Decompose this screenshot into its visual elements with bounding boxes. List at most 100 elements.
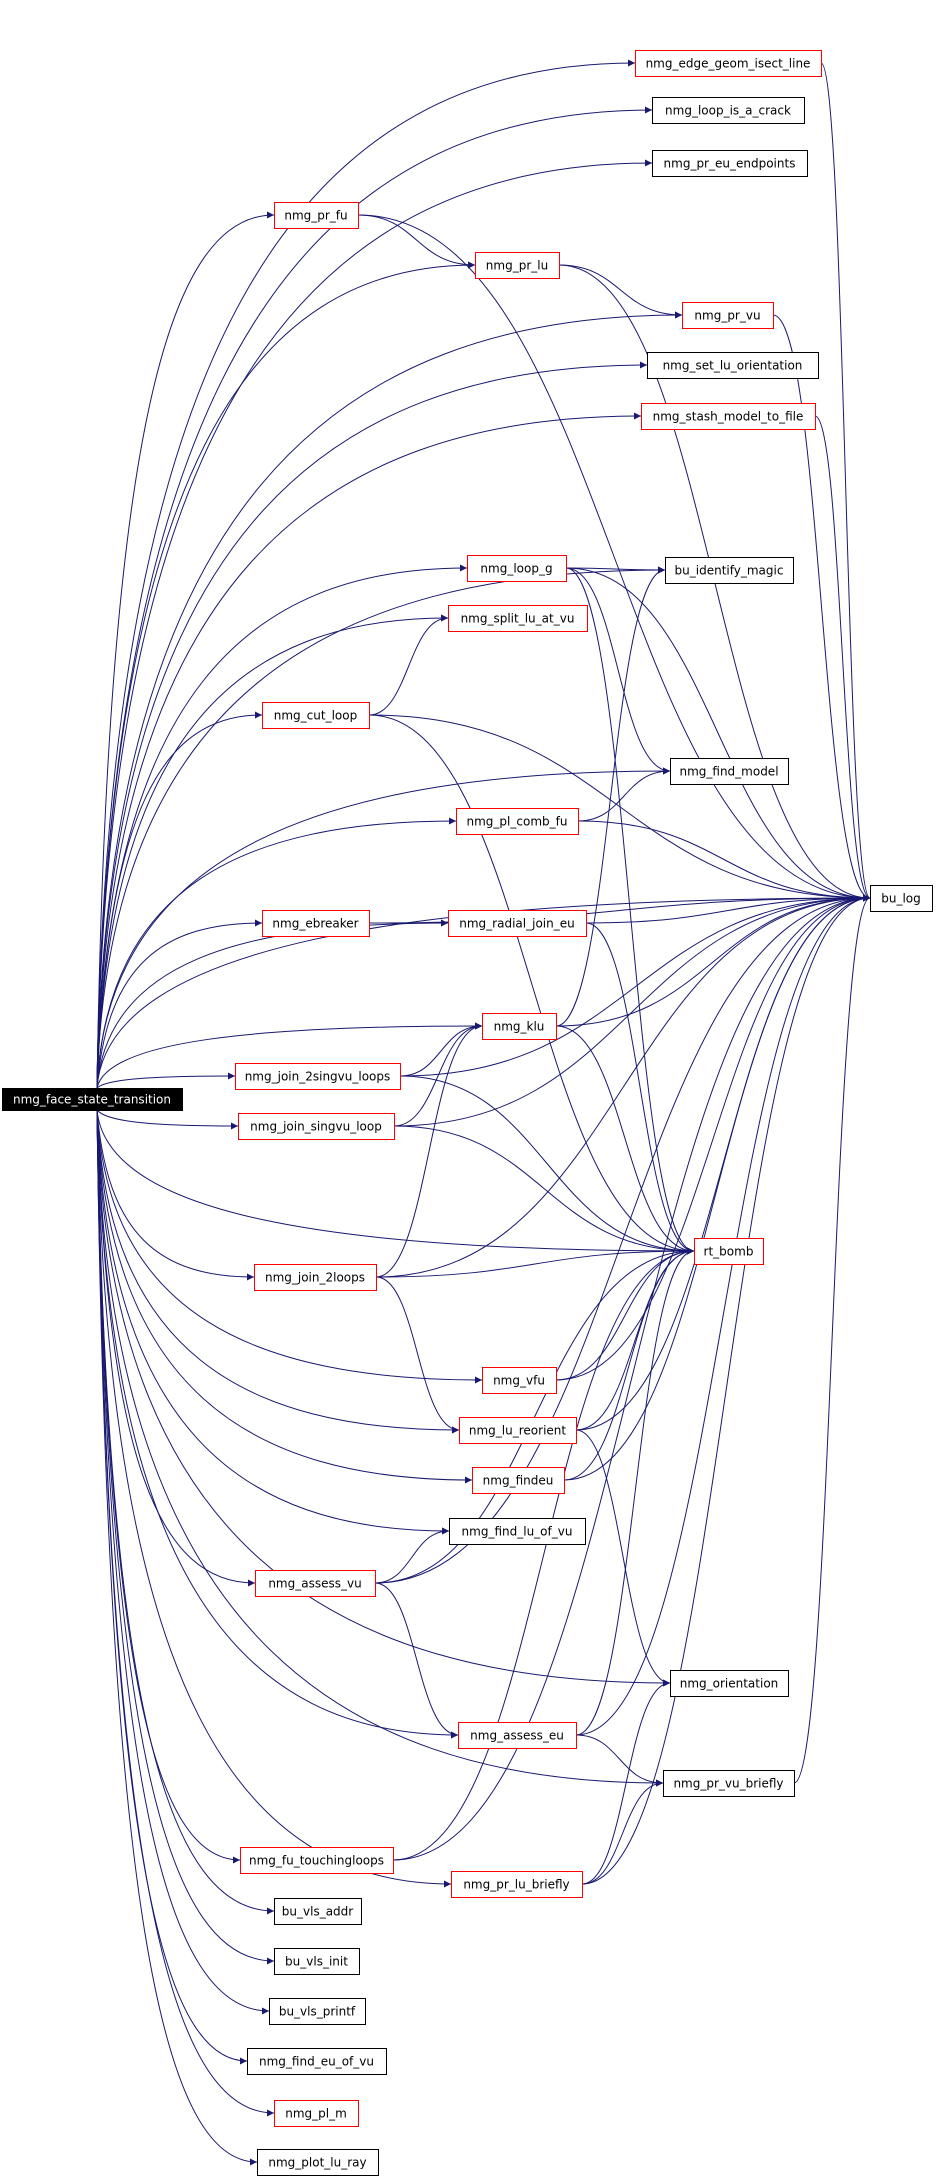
- call-edge: [772, 314, 871, 902]
- node-nmg-find-model[interactable]: nmg_find_model: [670, 758, 789, 785]
- node-nmg-loop-is-a-crack[interactable]: nmg_loop_is_a_crack: [652, 97, 805, 124]
- node-label: rt_bomb: [704, 1245, 754, 1259]
- node-nmg-pr-eu-endpoints[interactable]: nmg_pr_eu_endpoints: [652, 150, 808, 177]
- node-box: [670, 1670, 789, 1697]
- node-label: nmg_pr_eu_endpoints: [664, 157, 796, 171]
- node-label: nmg_find_eu_of_vu: [259, 2055, 374, 2069]
- call-edge: [96, 1109, 275, 1965]
- call-edge: [96, 1109, 459, 1739]
- node-box: [448, 605, 588, 632]
- node-nmg-pr-fu[interactable]: nmg_pr_fu: [274, 202, 359, 229]
- call-edge: [96, 564, 468, 1089]
- node-label: nmg_pr_vu_briefly: [673, 1777, 783, 1791]
- node-nmg-join-2loops[interactable]: nmg_join_2loops: [254, 1264, 377, 1291]
- node-nmg-join-singvu-loop[interactable]: nmg_join_singvu_loop: [238, 1113, 395, 1140]
- node-nmg-find-lu-of-vu[interactable]: nmg_find_lu_of_vu: [449, 1518, 586, 1545]
- node-bu-log[interactable]: bu_log: [870, 885, 933, 912]
- node-label: nmg_pr_lu_briefly: [463, 1878, 569, 1892]
- call-edge: [563, 894, 871, 1481]
- node-nmg-loop-g[interactable]: nmg_loop_g: [467, 555, 567, 582]
- node-nmg-pl-m[interactable]: nmg_pl_m: [274, 2100, 359, 2127]
- call-edge: [96, 1109, 248, 2065]
- node-nmg-split-lu-at-vu[interactable]: nmg_split_lu_at_vu: [448, 605, 588, 632]
- node-nmg-pl-comb-fu[interactable]: nmg_pl_comb_fu: [456, 808, 579, 835]
- node-rt-bomb[interactable]: rt_bomb: [694, 1238, 764, 1265]
- node-nmg-assess-vu[interactable]: nmg_assess_vu: [255, 1570, 376, 1597]
- node-nmg-orientation[interactable]: nmg_orientation: [670, 1670, 789, 1697]
- node-nmg-lu-reorient[interactable]: nmg_lu_reorient: [459, 1417, 577, 1444]
- node-box: [274, 1948, 360, 1975]
- node-label: nmg_ebreaker: [272, 917, 358, 931]
- node-bu-vls-init[interactable]: bu_vls_init: [274, 1948, 360, 1975]
- node-box: [682, 302, 774, 329]
- node-nmg-fu-touchingloops[interactable]: nmg_fu_touchingloops: [240, 1847, 394, 1874]
- node-nmg-radial-join-eu[interactable]: nmg_radial_join_eu: [448, 910, 587, 937]
- call-edge: [565, 567, 871, 902]
- call-edge: [393, 1022, 483, 1127]
- node-nmg-klu[interactable]: nmg_klu: [482, 1013, 557, 1040]
- node-box: [274, 2100, 359, 2127]
- call-edge: [563, 1247, 695, 1481]
- node-nmg-pr-vu-briefly[interactable]: nmg_pr_vu_briefly: [663, 1770, 795, 1797]
- call-edge: [96, 261, 476, 1089]
- call-edge: [96, 1109, 270, 2015]
- node-nmg-ebreaker[interactable]: nmg_ebreaker: [262, 910, 370, 937]
- node-nmg-set-lu-orientation[interactable]: nmg_set_lu_orientation: [647, 352, 819, 379]
- node-box: [448, 910, 587, 937]
- node-nmg-join-2singvu-loops[interactable]: nmg_join_2singvu_loops: [235, 1063, 401, 1090]
- call-edge: [96, 1022, 483, 1089]
- node-label: nmg_split_lu_at_vu: [461, 612, 575, 626]
- node-nmg-findeu[interactable]: nmg_findeu: [472, 1467, 565, 1494]
- node-nmg-plot-lu-ray[interactable]: nmg_plot_lu_ray: [257, 2149, 379, 2176]
- node-nmg-stash-model-to-file[interactable]: nmg_stash_model_to_file: [641, 403, 816, 430]
- call-edge: [96, 159, 653, 1089]
- node-nmg-find-eu-of-vu[interactable]: nmg_find_eu_of_vu: [247, 2048, 387, 2075]
- call-edge: [96, 614, 449, 1089]
- call-edge: [96, 894, 871, 1089]
- node-label: nmg_set_lu_orientation: [663, 359, 803, 373]
- node-label: nmg_pl_m: [285, 2107, 347, 2121]
- node-label: nmg_edge_geom_isect_line: [646, 57, 811, 71]
- node-box: [635, 50, 822, 77]
- node-label: bu_log: [881, 892, 921, 906]
- call-edge: [585, 894, 871, 924]
- node-nmg-edge-geom-isect-line[interactable]: nmg_edge_geom_isect_line: [635, 50, 822, 77]
- call-edge: [793, 894, 871, 1784]
- call-edge: [558, 264, 683, 319]
- node-box: [2, 1088, 183, 1111]
- node-nmg-vfu[interactable]: nmg_vfu: [482, 1367, 557, 1394]
- call-edge: [814, 415, 871, 902]
- node-bu-vls-printf[interactable]: bu_vls_printf: [269, 1998, 366, 2025]
- call-edge: [565, 567, 671, 775]
- call-edge: [555, 566, 666, 1027]
- node-nmg-pr-lu-briefly[interactable]: nmg_pr_lu_briefly: [451, 1871, 583, 1898]
- node-box: [255, 1570, 376, 1597]
- call-edge: [555, 1247, 695, 1381]
- call-edge: [96, 1109, 450, 1535]
- call-edge: [357, 214, 871, 902]
- node-box: [262, 910, 370, 937]
- node-nmg-cut-loop[interactable]: nmg_cut_loop: [262, 702, 370, 729]
- node-label: nmg_join_2loops: [265, 1271, 365, 1285]
- call-edge: [392, 894, 871, 1861]
- call-edge: [96, 566, 666, 1089]
- node-nmg-pr-vu[interactable]: nmg_pr_vu: [682, 302, 774, 329]
- call-edge: [375, 1022, 483, 1278]
- function-nodes: nmg_face_state_transition nmg_edge_geom_i…: [2, 50, 933, 2176]
- node-label: nmg_pr_fu: [284, 209, 347, 223]
- call-edge: [392, 1247, 695, 1861]
- node-box: [647, 352, 819, 379]
- call-edge: [581, 1779, 664, 1885]
- node-label: nmg_cut_loop: [274, 709, 357, 723]
- node-nmg-assess-eu[interactable]: nmg_assess_eu: [458, 1722, 577, 1749]
- node-nmg-pr-lu[interactable]: nmg_pr_lu: [475, 252, 560, 279]
- call-edge: [96, 1109, 241, 1864]
- call-edge: [374, 894, 871, 1584]
- call-edge: [96, 919, 263, 1089]
- node-label: bu_vls_printf: [279, 2005, 356, 2019]
- call-edge: [96, 1109, 239, 1130]
- node-label: nmg_face_state_transition: [13, 1093, 171, 1107]
- node-bu-identify-magic[interactable]: bu_identify_magic: [665, 557, 794, 584]
- node-bu-vls-addr[interactable]: bu_vls_addr: [274, 1898, 362, 1925]
